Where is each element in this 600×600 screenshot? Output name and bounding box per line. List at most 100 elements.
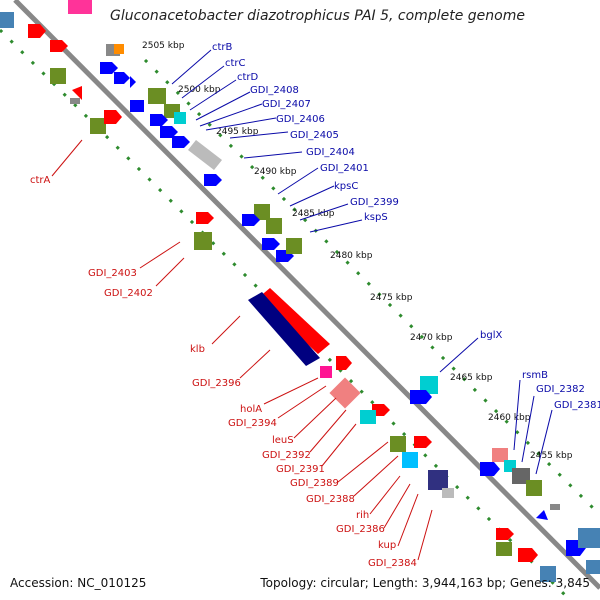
red-gene-labels: ctrA GDI_2403 GDI_2402 klb GDI_2396 holA… xyxy=(30,139,433,569)
gene-label[interactable]: bglX xyxy=(480,330,502,341)
gene-feature xyxy=(512,468,530,484)
gene-feature xyxy=(496,542,512,556)
kbp-tick-label: 2465 kbp xyxy=(450,373,493,383)
gene-feature xyxy=(586,560,600,574)
gene-feature xyxy=(148,88,166,104)
topology-label: Topology: circular; Length: 3,944,163 bp… xyxy=(260,576,590,590)
gene-feature xyxy=(410,390,432,404)
leader-line xyxy=(243,151,303,159)
gene-feature xyxy=(336,356,352,370)
leader-line xyxy=(229,131,289,139)
kbp-tick-label: 2475 kbp xyxy=(370,293,413,303)
gene-feature xyxy=(320,366,332,378)
leader-line xyxy=(309,219,363,233)
gene-feature xyxy=(420,376,438,394)
leader-line xyxy=(293,397,337,439)
leader-line xyxy=(353,455,399,497)
gene-label[interactable]: GDI_2404 xyxy=(306,147,355,158)
gene-feature xyxy=(72,86,82,100)
gene-label[interactable]: ctrA xyxy=(30,175,51,186)
leader-line xyxy=(289,185,335,207)
blue-gene-labels: ctrB ctrC ctrD GDI_2408 GDI_2407 GDI_240… xyxy=(171,42,600,475)
leader-line xyxy=(337,441,389,483)
gene-label[interactable]: kspS xyxy=(364,212,388,223)
leader-line xyxy=(277,385,327,419)
gene-label[interactable]: rih xyxy=(356,510,369,521)
gene-feature xyxy=(526,480,542,496)
gene-feature xyxy=(428,470,448,490)
gene-label[interactable]: klb xyxy=(190,344,205,355)
gene-label[interactable]: leuS xyxy=(272,435,294,446)
kbp-tick-label: 2500 kbp xyxy=(178,85,221,95)
gene-feature xyxy=(150,114,168,126)
map-title: Gluconacetobacter diazotrophicus PAI 5, … xyxy=(110,8,525,24)
gene-feature xyxy=(254,204,270,220)
gene-label[interactable]: GDI_2381 xyxy=(554,400,600,411)
gene-label[interactable]: ctrD xyxy=(237,72,259,83)
gene-feature xyxy=(480,462,500,476)
leader-line xyxy=(513,379,521,451)
gene-label[interactable]: GDI_2386 xyxy=(336,524,385,535)
gene-feature xyxy=(372,404,390,416)
gene-feature xyxy=(174,112,186,124)
kbp-tick-label: 2485 kbp xyxy=(292,209,335,219)
gene-feature xyxy=(496,528,514,540)
gene-feature xyxy=(90,118,106,134)
leader-line xyxy=(535,409,553,475)
gene-label[interactable]: GDI_2403 xyxy=(88,268,137,279)
gene-label[interactable]: kpsC xyxy=(334,181,358,192)
gene-label[interactable]: GDI_2388 xyxy=(306,494,355,505)
kbp-tick-label: 2495 kbp xyxy=(216,127,259,137)
gene-feature xyxy=(130,100,144,112)
kbp-tick-label: 2460 kbp xyxy=(488,413,531,423)
gene-feature xyxy=(286,238,302,254)
gene-label[interactable]: GDI_2402 xyxy=(104,288,153,299)
gene-feature xyxy=(28,24,46,38)
gene-feature xyxy=(442,488,454,498)
gene-feature xyxy=(50,68,66,84)
gene-feature xyxy=(114,44,124,54)
gene-label[interactable]: GDI_2401 xyxy=(320,163,369,174)
gene-label[interactable]: GDI_2382 xyxy=(536,384,585,395)
leader-line xyxy=(171,49,212,85)
gene-feature xyxy=(329,377,361,409)
gene-label[interactable]: ctrC xyxy=(225,58,246,69)
gene-label[interactable]: GDI_2408 xyxy=(250,85,299,96)
gene-feature xyxy=(160,126,178,138)
gene-feature xyxy=(172,136,190,148)
gene-label[interactable]: kup xyxy=(378,540,396,551)
leader-line xyxy=(277,167,319,195)
gene-label[interactable]: GDI_2392 xyxy=(262,450,311,461)
kbp-tick-label: 2455 kbp xyxy=(530,451,573,461)
gene-feature xyxy=(0,12,14,28)
kbp-tick-label: 2480 kbp xyxy=(330,251,373,261)
gene-feature xyxy=(536,510,548,520)
gene-label[interactable]: GDI_2389 xyxy=(290,478,339,489)
gene-feature xyxy=(266,218,282,234)
leader-line xyxy=(417,509,433,561)
gene-label[interactable]: GDI_2396 xyxy=(192,378,241,389)
gene-label[interactable]: holA xyxy=(240,404,262,415)
accession-label: Accession: NC_010125 xyxy=(10,576,147,590)
gene-label[interactable]: GDI_2406 xyxy=(276,114,325,125)
gene-label[interactable]: GDI_2394 xyxy=(228,418,277,429)
gene-feature xyxy=(414,436,432,448)
gene-feature xyxy=(492,448,508,462)
gene-label[interactable]: GDI_2384 xyxy=(368,558,417,569)
gene-feature xyxy=(204,174,222,186)
leader-line xyxy=(263,377,319,405)
gene-label[interactable]: GDI_2405 xyxy=(290,130,339,141)
gene-label[interactable]: GDI_2391 xyxy=(276,464,325,475)
leader-line xyxy=(51,139,83,177)
leader-line xyxy=(239,349,271,379)
gene-label[interactable]: ctrB xyxy=(212,42,233,53)
gene-label[interactable]: GDI_2399 xyxy=(350,197,399,208)
leader-line xyxy=(211,315,241,345)
gene-label[interactable]: rsmB xyxy=(522,370,548,381)
kbp-tick-label: 2470 kbp xyxy=(410,333,453,343)
gene-feature xyxy=(114,72,130,84)
gene-feature xyxy=(50,40,68,52)
gene-label[interactable]: GDI_2407 xyxy=(262,99,311,110)
